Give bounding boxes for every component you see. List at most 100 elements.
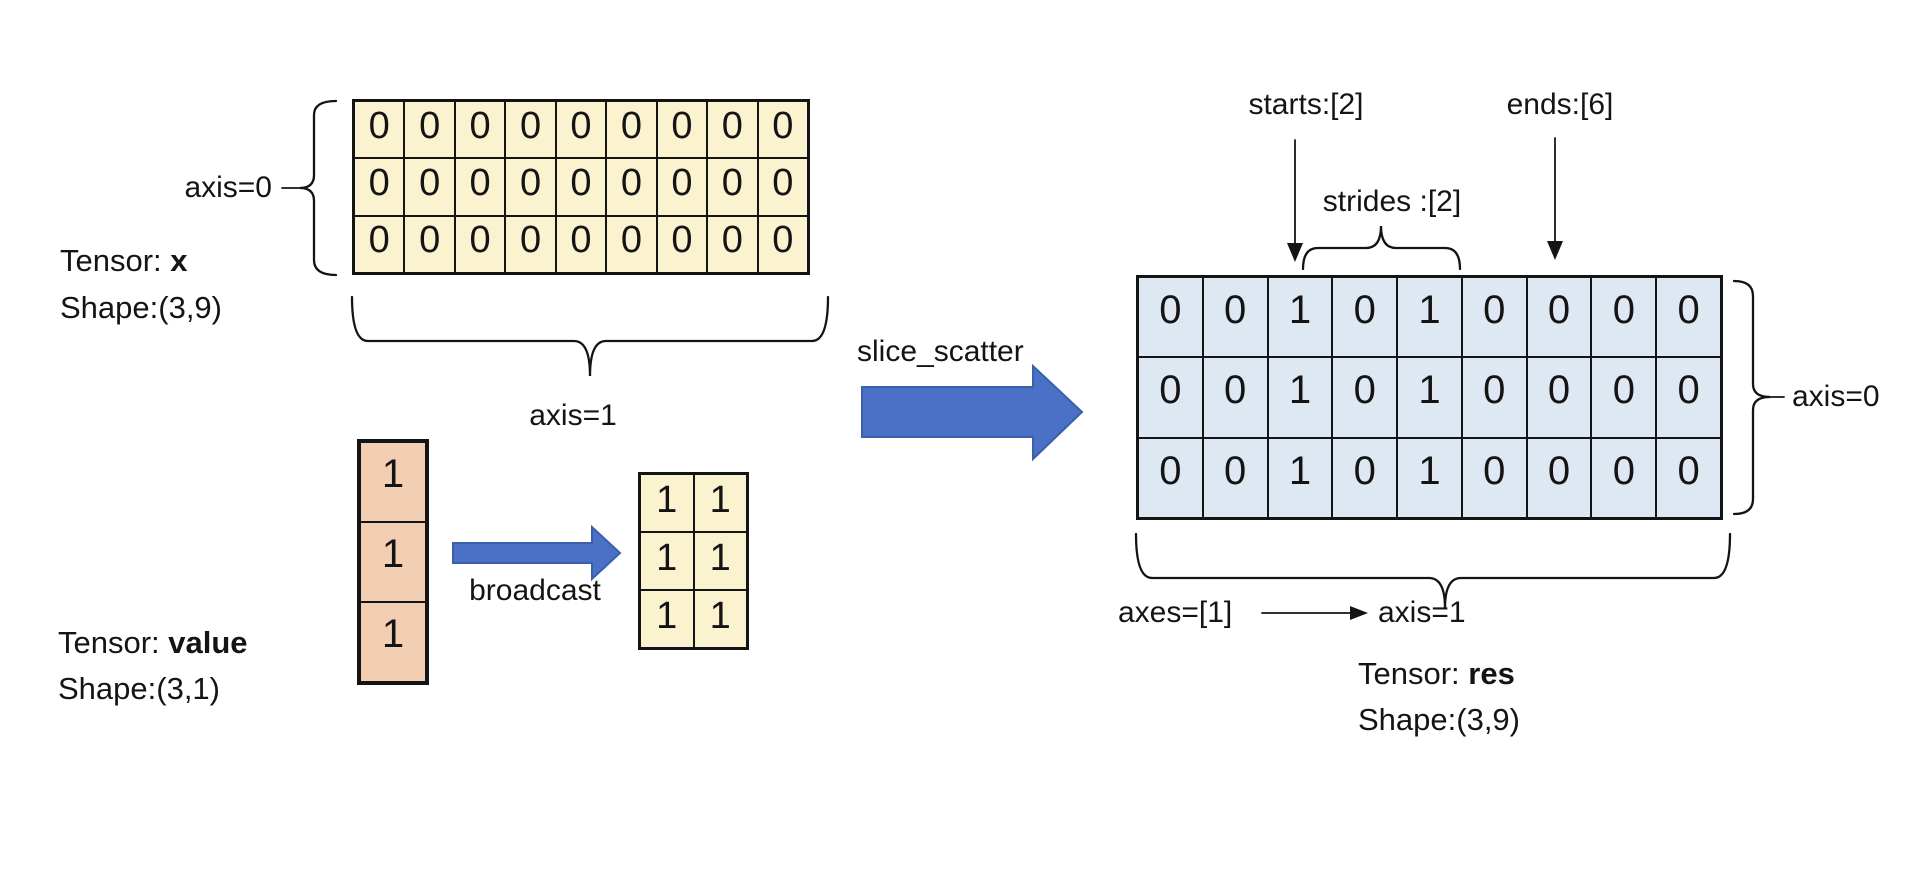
grid-cell: 0 <box>606 101 657 159</box>
grid-cell: 1 <box>360 602 426 682</box>
grid-cell: 1 <box>693 474 747 532</box>
grid-cell: 0 <box>757 215 808 273</box>
slice-scatter-arrow <box>861 363 1084 462</box>
grid-cell: 1 <box>693 532 747 590</box>
grid-cell: 0 <box>1461 437 1527 518</box>
grid-cell: 0 <box>354 215 405 273</box>
tensor-res-shape: Shape:(3,9) <box>1358 702 1520 737</box>
grid-cell: 0 <box>354 101 405 159</box>
grid-cell: 1 <box>360 442 426 522</box>
grid-cell: 0 <box>1138 357 1203 438</box>
tensor-res-label-prefix: Tensor: <box>1358 656 1469 691</box>
grid-cell: 1 <box>1267 277 1333 358</box>
grid-cell: 1 <box>693 590 747 648</box>
grid-cell: 1 <box>1397 357 1462 438</box>
tensor-value-label: Tensor: value <box>58 625 248 660</box>
axis0-right-brace <box>1732 279 1771 516</box>
grid-cell: 0 <box>404 158 455 216</box>
grid-cell: 0 <box>404 215 455 273</box>
grid-cell: 0 <box>454 215 506 273</box>
strides-brace <box>1301 225 1462 271</box>
operation-label: slice_scatter <box>857 335 1024 368</box>
tensor-res-label: Tensor: res <box>1358 656 1515 691</box>
tensor-res-name: res <box>1468 656 1515 691</box>
axis1-left-brace <box>350 295 830 377</box>
grid-cell: 1 <box>1397 277 1462 358</box>
grid-cell: 0 <box>1332 437 1398 518</box>
tensor-x-label: Tensor: x <box>60 243 188 278</box>
grid-cell: 0 <box>505 215 556 273</box>
grid-cell: 0 <box>1461 357 1527 438</box>
grid-cell: 0 <box>1526 437 1592 518</box>
tensor-value-shape: Shape:(3,1) <box>58 671 220 706</box>
axis0-left-brace <box>299 99 338 277</box>
grid-cell: 0 <box>1461 277 1527 358</box>
grid-cell: 1 <box>640 474 694 532</box>
broadcast-label: broadcast <box>469 574 601 607</box>
grid-cell: 0 <box>757 158 808 216</box>
grid-cell: 0 <box>656 215 708 273</box>
grid-cell: 1 <box>1267 357 1333 438</box>
grid-cell: 1 <box>1267 437 1333 518</box>
grid-cell: 1 <box>640 532 694 590</box>
grid-cell: 0 <box>1591 437 1657 518</box>
grid-cell: 0 <box>1202 437 1268 518</box>
axes-to-axis-arrowhead <box>1350 606 1368 620</box>
grid-cell: 0 <box>606 215 657 273</box>
broadcast-arrow <box>452 524 622 582</box>
axis0-left-label: axis=0 <box>184 171 272 204</box>
grid-cell: 0 <box>1202 277 1268 358</box>
tensor-value-label-prefix: Tensor: <box>58 625 169 660</box>
grid-cell: 0 <box>707 215 758 273</box>
grid-cell: 0 <box>1591 277 1657 358</box>
grid-cell: 0 <box>1591 357 1657 438</box>
grid-cell: 0 <box>454 101 506 159</box>
grid-cell: 0 <box>555 158 607 216</box>
ends-label: ends:[6] <box>1506 88 1614 121</box>
grid-cell: 0 <box>404 101 455 159</box>
grid-cell: 0 <box>1656 437 1721 518</box>
grid-cell: 0 <box>505 101 556 159</box>
grid-cell: 0 <box>1526 277 1592 358</box>
strides-label: strides :[2] <box>1322 185 1462 218</box>
axes-label: axes=[1] <box>1118 596 1233 629</box>
grid-cell: 0 <box>1656 277 1721 358</box>
grid-cell: 0 <box>1332 357 1398 438</box>
grid-cell: 0 <box>1202 357 1268 438</box>
grid-cell: 0 <box>454 158 506 216</box>
starts-label: starts:[2] <box>1248 88 1364 121</box>
grid-cell: 1 <box>640 590 694 648</box>
axis1-left-label: axis=1 <box>529 399 617 432</box>
grid-cell: 0 <box>1138 437 1203 518</box>
starts-arrowhead <box>1287 243 1303 262</box>
grid-cell: 0 <box>707 158 758 216</box>
axis1-right-brace <box>1134 532 1732 609</box>
grid-cell: 0 <box>1138 277 1203 358</box>
axis1-right-label: axis=1 <box>1378 596 1466 629</box>
grid-cell: 0 <box>1526 357 1592 438</box>
grid-cell: 0 <box>757 101 808 159</box>
tensor-x-label-prefix: Tensor: <box>60 243 171 278</box>
grid-cell: 0 <box>555 101 607 159</box>
grid-cell: 0 <box>1656 357 1721 438</box>
grid-cell: 0 <box>606 158 657 216</box>
tensor-value-name: value <box>168 625 248 660</box>
grid-cell: 0 <box>505 158 556 216</box>
grid-cell: 0 <box>354 158 405 216</box>
grid-cell: 0 <box>707 101 758 159</box>
grid-cell: 0 <box>555 215 607 273</box>
axis0-right-label: axis=0 <box>1792 380 1880 413</box>
grid-cell: 0 <box>1332 277 1398 358</box>
grid-cell: 1 <box>1397 437 1462 518</box>
grid-cell: 0 <box>656 101 708 159</box>
grid-cell: 1 <box>360 522 426 602</box>
tensor-x-shape: Shape:(3,9) <box>60 290 222 325</box>
tensor-x-name: x <box>170 243 188 278</box>
grid-cell: 0 <box>656 158 708 216</box>
